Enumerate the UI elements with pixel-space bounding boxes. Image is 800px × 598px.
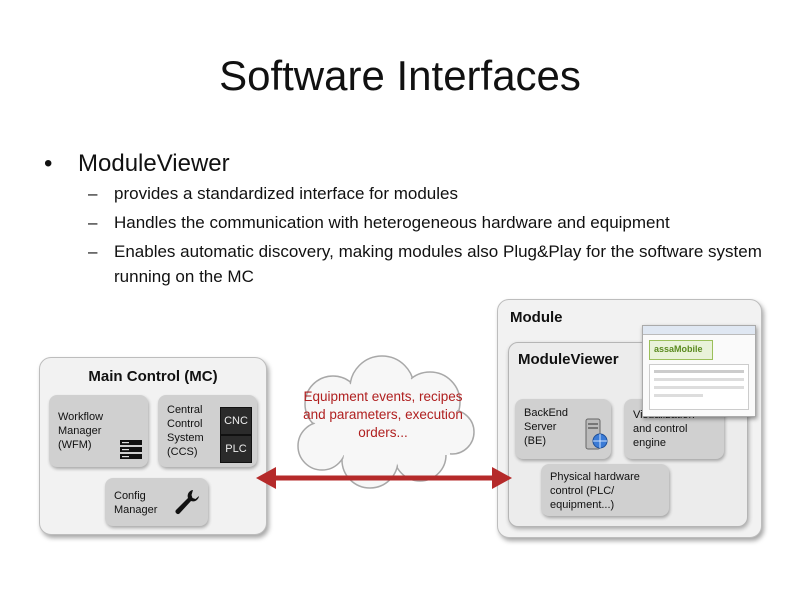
backend-server-box: BackEnd Server (BE)	[515, 399, 611, 459]
cnc-block: CNC	[220, 407, 252, 435]
dash-marker: –	[88, 213, 98, 232]
screenshot-form	[649, 364, 749, 410]
workflow-manager-label: Workflow Manager (WFM)	[58, 411, 104, 451]
workflow-manager-box: Workflow Manager (WFM)	[49, 395, 148, 467]
physical-hardware-box: Physical hardware control (PLC/ equipmen…	[541, 464, 669, 516]
ccs-box: Central Control System (CCS) CNC PLC	[158, 395, 257, 467]
visualization-box: Visualization and control engine	[624, 399, 724, 459]
backend-label: BackEnd Server (BE)	[524, 407, 569, 447]
double-arrow	[256, 467, 512, 489]
server-globe-icon	[585, 418, 608, 450]
ccs-label: Central Control System (CCS)	[167, 404, 204, 458]
cloud-shape	[297, 355, 475, 489]
main-bullet: • ModuleViewer	[44, 150, 230, 178]
screenshot-titlebar	[643, 326, 755, 335]
screenshot-logo-text: assaMobile	[654, 344, 703, 354]
config-manager-label: Config Manager	[114, 490, 158, 516]
slide-title: Software Interfaces	[219, 52, 581, 99]
screenshot-logo: assaMobile	[649, 340, 713, 360]
plc-block: PLC	[220, 435, 252, 463]
main-control-title: Main Control (MC)	[88, 368, 218, 385]
physical-hardware-label: Physical hardware control (PLC/ equipmen…	[550, 471, 640, 511]
sub-item-text: Handles the communication with heterogen…	[114, 213, 670, 232]
app-screenshot-thumbnail: assaMobile	[642, 325, 756, 417]
sub-item-text: Enables automatic discovery, making modu…	[114, 242, 762, 286]
wrench-icon	[175, 490, 199, 514]
dash-marker: –	[88, 242, 98, 261]
bullet-text: ModuleViewer	[78, 150, 230, 177]
main-control-box: Main Control (MC) Workflow Manager (WFM)…	[39, 357, 267, 535]
sub-item-text: provides a standardized interface for mo…	[114, 184, 458, 203]
module-box: Module ModuleViewer BackEnd Server (BE) …	[497, 299, 762, 538]
dash-marker: –	[88, 184, 98, 203]
cloud-text: Equipment events, recipes and parameters…	[303, 389, 463, 440]
bullet-marker: •	[44, 150, 53, 177]
moduleviewer-title: ModuleViewer	[518, 351, 619, 368]
server-rack-icon	[120, 440, 142, 459]
module-title: Module	[510, 309, 563, 326]
config-manager-box: Config Manager	[105, 478, 208, 526]
